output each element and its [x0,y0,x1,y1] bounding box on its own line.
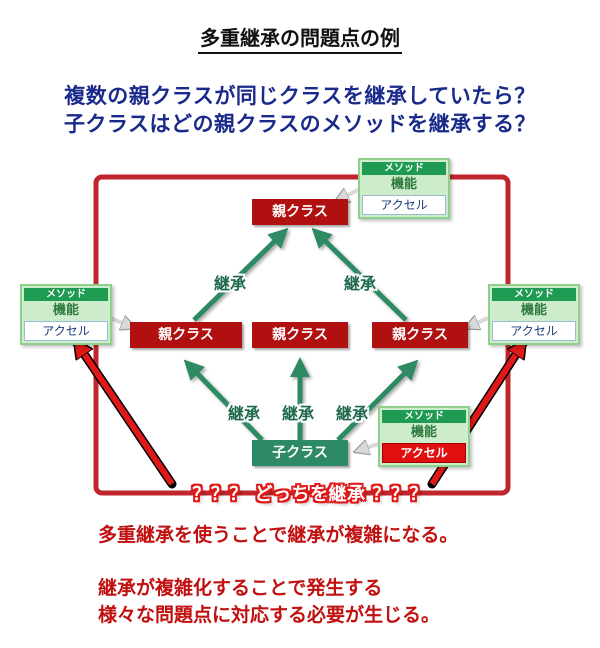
which-inherit-callout: ？？？ どっちを継承 ？？？ [192,484,428,505]
arrow-child-to-right-parent [336,359,419,442]
page-title: 多重継承の問題点の例 [0,22,600,54]
note-line-1: 多重継承を使うことで継承が複雑になる。 [98,524,459,546]
method-accel-highlighted: アクセル [382,443,466,463]
child-class: 子クラス [252,440,348,466]
method-header: メソッド [382,410,466,423]
method-box-child: メソッド 機能 アクセル [378,406,470,467]
arrow-child-to-left-parent [183,359,264,442]
arrow-left-parent-to-top [192,227,289,322]
pointer-left-method [109,318,130,326]
method-function: 機能 [520,303,547,318]
note-line-2: 継承が複雑化することで発生する [98,577,383,599]
method-header: メソッド [362,162,446,175]
method-accel: アクセル [362,195,446,215]
parent-class-center: 親クラス [252,322,348,348]
method-function: 機能 [410,425,437,440]
parent-class-left: 親クラス [130,322,242,348]
inherit-label-bottom-left: 継承 [228,404,261,423]
parent-class-top: 親クラス [252,199,348,225]
pointer-child-method [360,444,379,450]
arrow-right-parent-to-top [311,227,408,322]
question-line-1: 複数の親クラスが同じクラスを継承していたら？ [64,84,536,108]
inherit-label-bottom-center: 継承 [282,404,315,423]
method-box-top: メソッド 機能 アクセル [358,158,450,219]
parent-class-right: 親クラス [372,322,468,348]
method-box-left: メソッド 機能 アクセル [20,284,112,345]
note-line-3: 様々な問題点に対応する必要が生じる。 [98,604,441,626]
inherit-label-top-right: 継承 [344,274,377,293]
method-accel: アクセル [492,321,576,341]
method-box-right: メソッド 機能 アクセル [488,284,580,345]
method-header: メソッド [24,288,108,301]
inherit-label-bottom-right: 継承 [336,404,369,423]
pointer-right-method [470,318,489,326]
question-line-2: 子クラスはどの親クラスのメソッドを継承する？ [63,112,537,136]
pointer-top-method [340,190,359,199]
method-header: メソッド [492,288,576,301]
method-function: 機能 [390,177,417,192]
question-arrow-left-fill [78,345,175,486]
method-accel: アクセル [24,321,108,341]
inherit-label-top-left: 継承 [214,274,247,293]
method-function: 機能 [52,303,79,318]
page-title-text: 多重継承の問題点の例 [198,26,402,54]
